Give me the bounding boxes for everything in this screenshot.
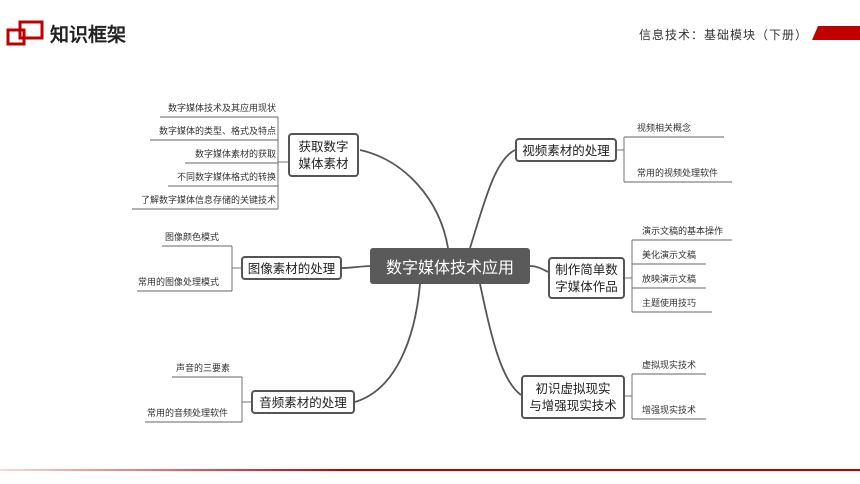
branch-node-vr-ar: 初识虚拟现实 与增强现实技术 (521, 375, 625, 419)
subject-label: 信息技术：基础模块（下册） (638, 28, 808, 42)
leaf-item: 常用的视频处理软件 (637, 169, 719, 179)
leaf-item: 虚拟现实技术 (642, 361, 697, 371)
leaf-item: 声音的三要素 (176, 364, 231, 374)
leaf-item: 美化演示文稿 (642, 251, 697, 261)
branch-node-audio: 音频素材的处理 (251, 390, 355, 414)
leaf-item: 放映演示文稿 (642, 275, 697, 285)
leaf-item: 主题使用技巧 (642, 299, 697, 309)
branch-node-video: 视频素材的处理 (515, 138, 617, 162)
mindmap-root-node: 数字媒体技术应用 (370, 248, 530, 284)
leaf-item: 常用的音频处理软件 (147, 409, 229, 419)
leaf-item: 数字媒体技术及其应用现状 (167, 104, 276, 114)
leaf-item: 不同数字媒体格式的转换 (176, 173, 276, 183)
leaf-item: 增强现实技术 (642, 406, 697, 416)
leaf-item: 视频相关概念 (637, 124, 692, 134)
leaf-item: 数字媒体素材的获取 (194, 150, 276, 160)
branch-node-make-works: 制作简单数 字媒体作品 (548, 257, 625, 299)
leaf-item: 图像颜色模式 (165, 233, 220, 243)
leaf-item: 常用的图像处理模式 (138, 278, 220, 288)
footer-accent-line (0, 469, 860, 471)
leaf-item: 演示文稿的基本操作 (642, 227, 724, 237)
logo-icon (6, 20, 44, 46)
page-title: 知识框架 (50, 24, 127, 46)
header-accent-bar (812, 26, 860, 40)
leaf-item: 了解数字媒体信息存储的关键技术 (140, 196, 276, 206)
branch-node-image: 图像素材的处理 (241, 256, 342, 280)
leaf-item: 数字媒体的类型、格式及特点 (158, 127, 276, 137)
branch-node-acquire-media: 获取数字 媒体素材 (288, 133, 359, 177)
